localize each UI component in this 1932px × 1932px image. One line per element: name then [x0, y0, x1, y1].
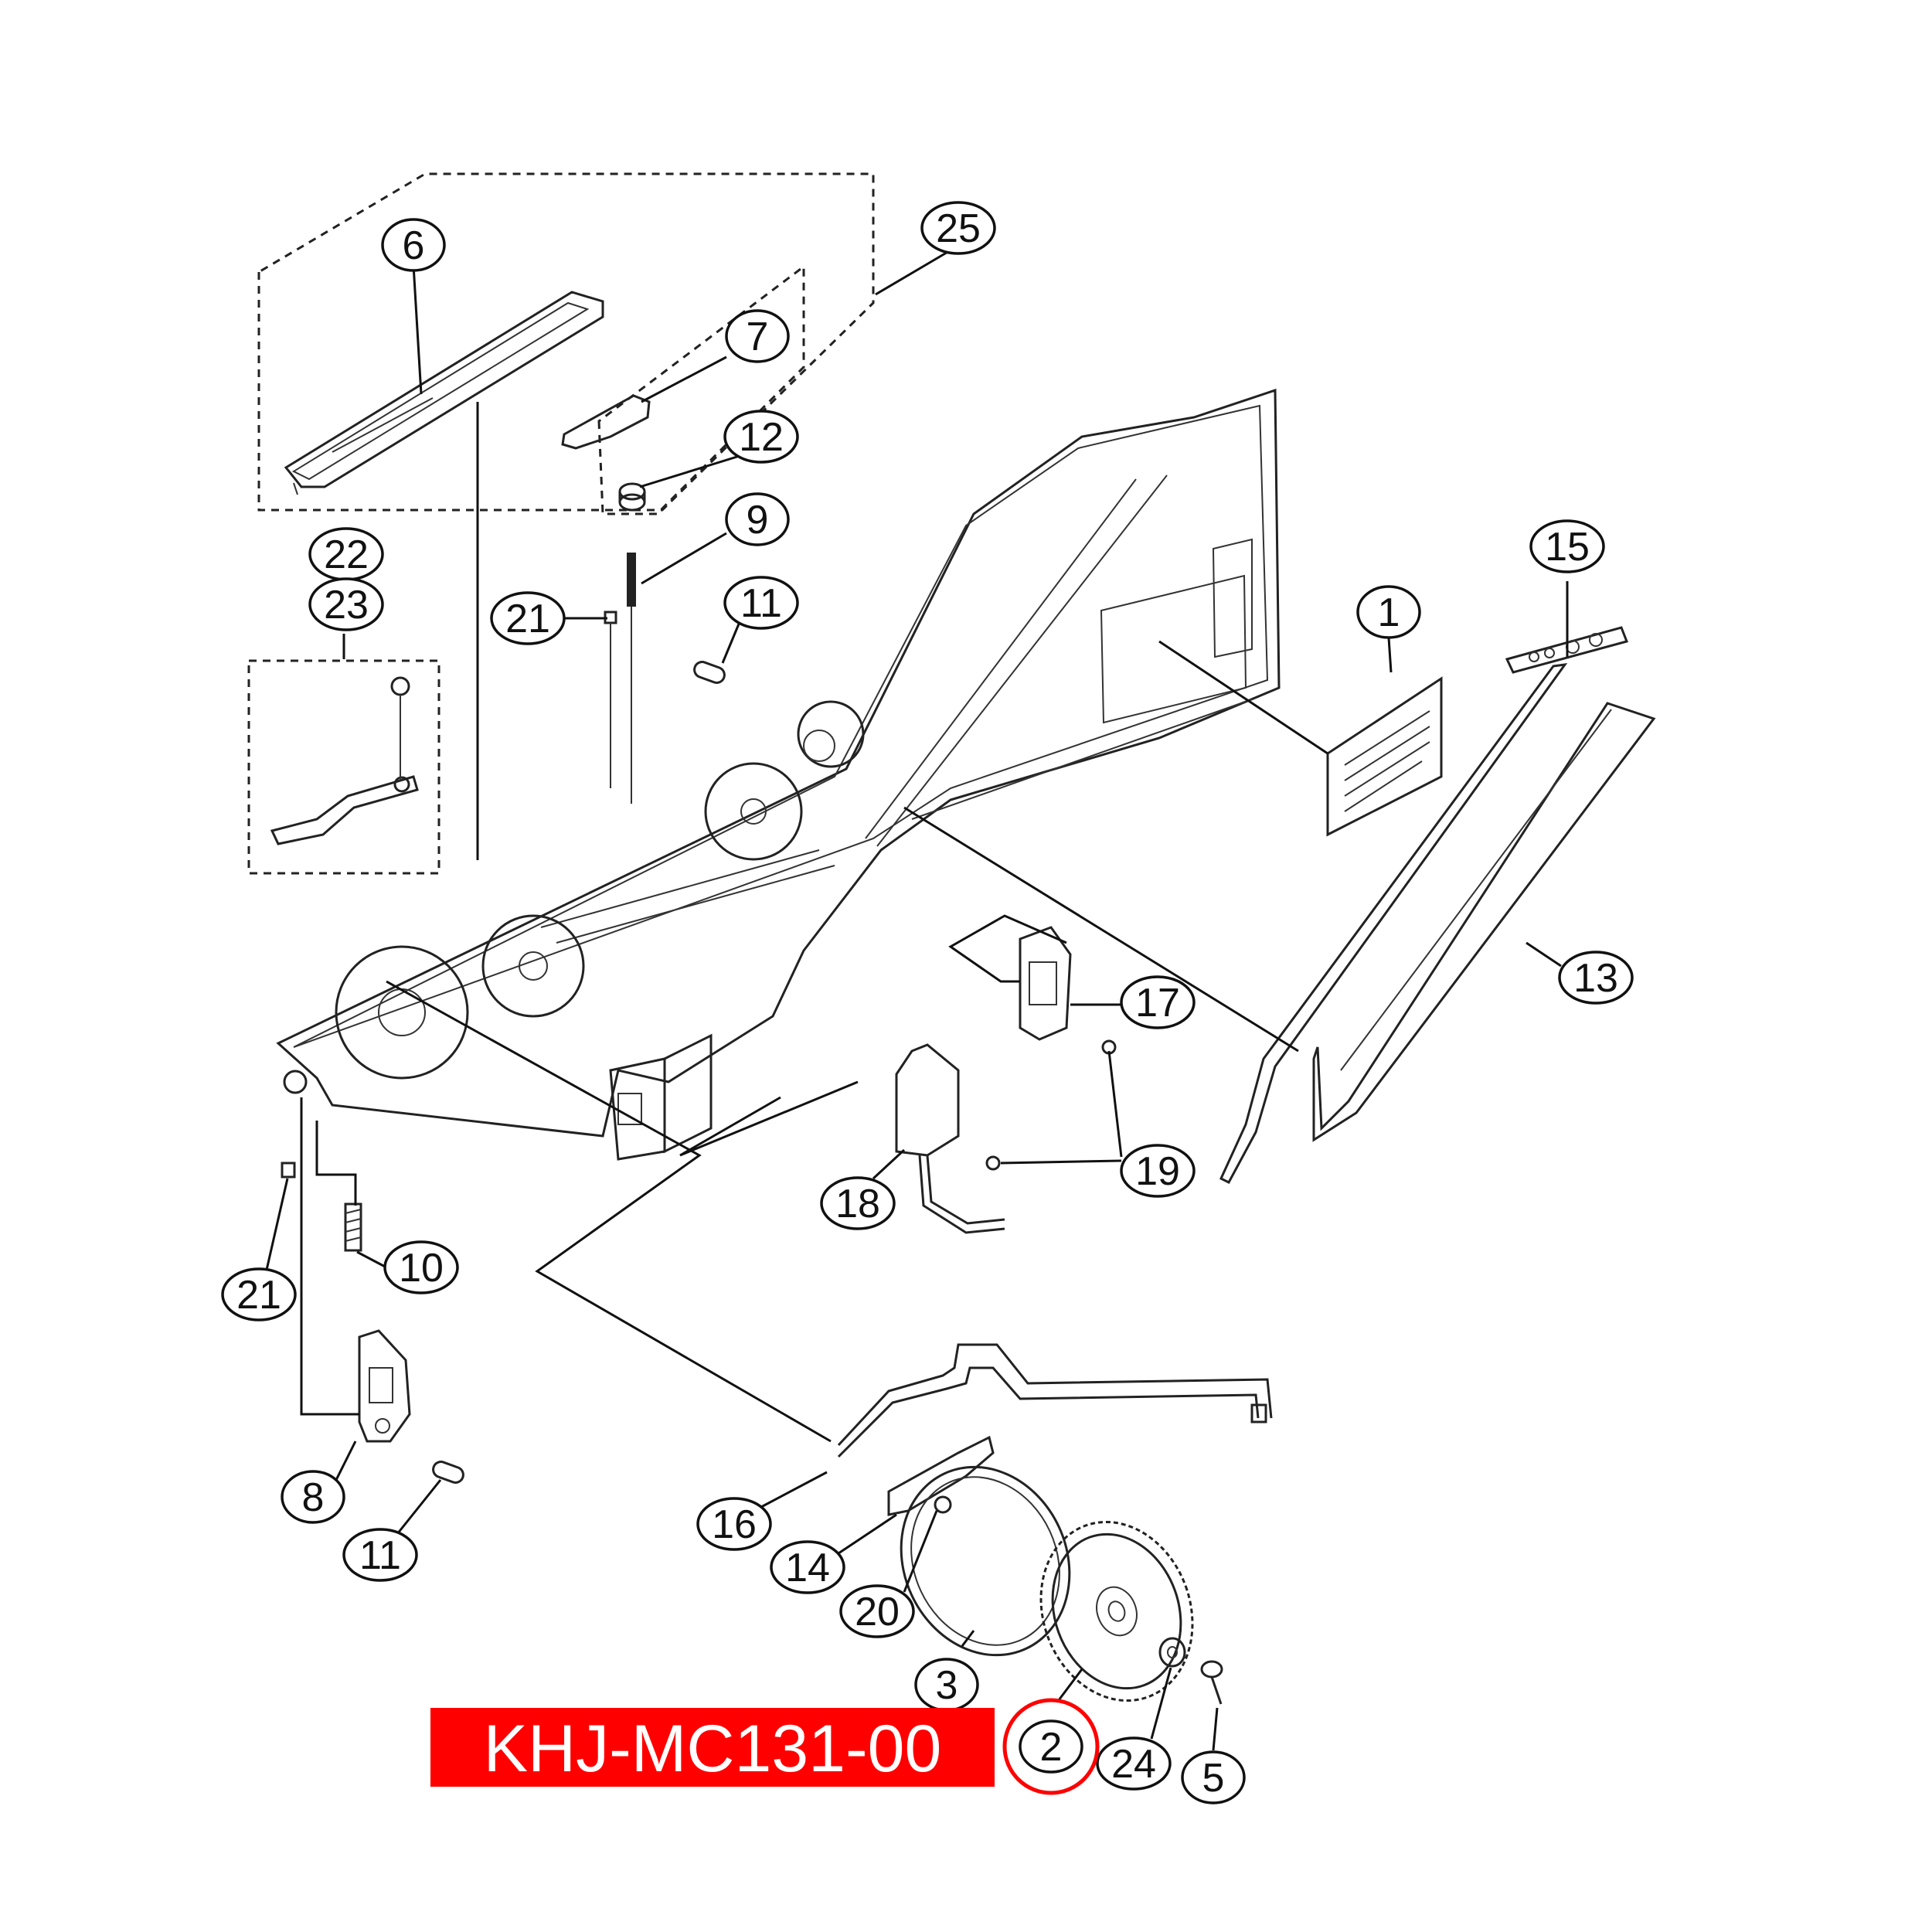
svg-text:7: 7: [747, 315, 769, 359]
svg-text:17: 17: [1135, 981, 1180, 1026]
callout-9: 9: [725, 492, 790, 546]
part-11-pin-upper: [693, 661, 726, 684]
part-2-sprocket: [1039, 1520, 1194, 1702]
svg-text:8: 8: [302, 1475, 325, 1520]
svg-text:21: 21: [505, 597, 550, 641]
callout-14: 14: [770, 1540, 845, 1594]
svg-text:18: 18: [835, 1182, 880, 1226]
part-number-banner-bg: [430, 1708, 995, 1787]
svg-text:9: 9: [747, 498, 769, 543]
svg-text:23: 23: [324, 583, 369, 628]
callout-23: 23: [308, 577, 384, 631]
svg-text:5: 5: [1202, 1756, 1225, 1801]
callout-20: 20: [839, 1584, 915, 1638]
svg-text:24: 24: [1111, 1742, 1156, 1787]
callout-12: 12: [723, 410, 799, 464]
svg-text:14: 14: [785, 1546, 830, 1590]
svg-text:21: 21: [236, 1273, 281, 1318]
part-20-screw: [934, 1495, 952, 1514]
svg-text:13: 13: [1573, 956, 1618, 1001]
svg-text:12: 12: [739, 415, 784, 460]
part-5-screw: [1200, 1660, 1223, 1705]
part-23-plate-spring: [270, 676, 419, 845]
part-9-spring: [627, 553, 636, 804]
callout-3: 3: [914, 1658, 979, 1712]
svg-text:19: 19: [1135, 1149, 1180, 1194]
callout-22: 22: [308, 527, 384, 581]
callout-17: 17: [1120, 975, 1196, 1029]
part-16-lever-arm: [837, 1343, 1273, 1458]
callout-11-lower: 11: [342, 1528, 418, 1582]
callout-15: 15: [1529, 519, 1605, 573]
part-21-set-screw-lower: [281, 1162, 296, 1179]
highlight-ring: [1002, 1698, 1100, 1795]
assembly-box-22-23: [247, 659, 440, 875]
callout-19: 19: [1120, 1144, 1196, 1198]
callout-labels: 25 6 7 12 9 11 21 22 23 1 15 13 17 19 18…: [221, 201, 1634, 1804]
part-24-washer: [1158, 1637, 1186, 1668]
callout-1: 1: [1356, 585, 1421, 639]
part-15-cover-plate: [1219, 626, 1629, 1184]
part-1-label-plate: [1326, 676, 1443, 837]
svg-text:11: 11: [359, 1533, 401, 1578]
callout-13: 13: [1558, 951, 1634, 1005]
callout-21-upper: 21: [490, 591, 566, 645]
svg-text:3: 3: [936, 1663, 958, 1708]
callout-25: 25: [920, 201, 996, 255]
part-12-bush: [618, 482, 646, 512]
part-6-upper-track: [284, 291, 604, 495]
part-number-banner: KHJ-MC131-00: [430, 1708, 995, 1787]
part-13-side-cover: [1312, 702, 1656, 1142]
part-18-lever: [895, 1043, 1005, 1234]
callout-7: 7: [725, 309, 790, 363]
part-21-set-screw-upper: [604, 611, 617, 788]
leader-lines: [261, 244, 1569, 1751]
callout-24: 24: [1096, 1736, 1172, 1791]
part-10-spring: [344, 1202, 362, 1252]
part-17-block: [1019, 926, 1072, 1041]
svg-text:16: 16: [712, 1502, 757, 1547]
callout-5: 5: [1181, 1750, 1246, 1804]
svg-text:1: 1: [1378, 590, 1400, 635]
svg-text:6: 6: [403, 223, 425, 268]
callout-2: 2: [1019, 1719, 1083, 1774]
callout-10: 10: [383, 1240, 459, 1294]
callout-11-upper: 11: [723, 576, 799, 630]
svg-text:10: 10: [399, 1246, 444, 1291]
svg-text:2: 2: [1040, 1725, 1063, 1770]
part-3-ring: [900, 1465, 1071, 1657]
callout-6: 6: [381, 218, 446, 272]
part-14-guide: [887, 1435, 995, 1516]
part-7-bracket: [561, 394, 651, 450]
svg-text:22: 22: [324, 532, 369, 577]
part-number-text: KHJ-MC131-00: [484, 1712, 942, 1786]
svg-text:15: 15: [1545, 525, 1590, 570]
svg-text:20: 20: [855, 1590, 900, 1634]
svg-text:11: 11: [740, 581, 782, 626]
callout-18: 18: [820, 1176, 896, 1230]
svg-text:25: 25: [936, 206, 981, 251]
callout-21-lower: 21: [221, 1267, 297, 1321]
callout-16: 16: [696, 1497, 772, 1551]
part-19-screws: [985, 1039, 1117, 1171]
part-8-latch: [358, 1329, 411, 1443]
callout-8: 8: [281, 1470, 345, 1524]
part-11-pin-lower: [432, 1461, 464, 1484]
